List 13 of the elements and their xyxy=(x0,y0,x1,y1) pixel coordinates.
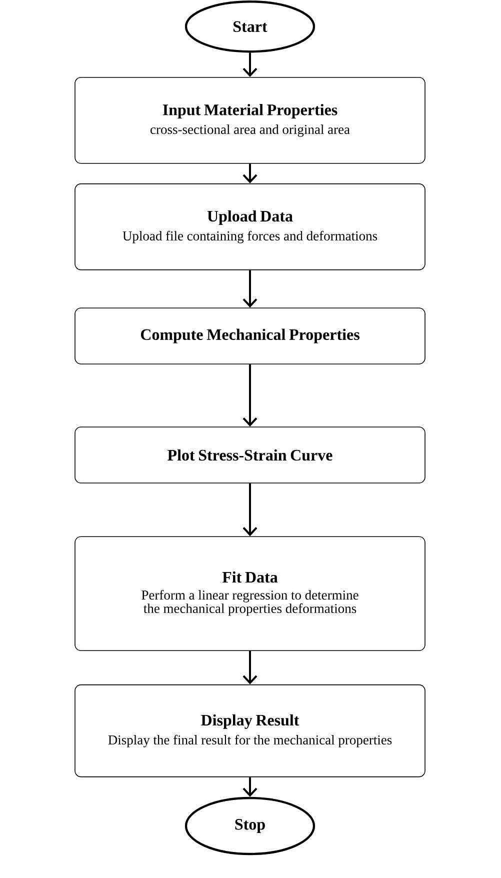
arrow xyxy=(242,52,258,77)
process-box: Input Material Properties cross-sectional area and original area xyxy=(74,77,426,164)
arrow xyxy=(242,270,258,308)
process-box: Compute Mechanical Properties xyxy=(74,308,426,364)
arrow xyxy=(242,164,258,184)
arrow xyxy=(242,364,258,427)
process-box: Display Result Display the final result for the mechanical properties xyxy=(74,684,426,778)
arrow xyxy=(242,483,258,536)
arrow xyxy=(242,777,258,797)
process-box: Upload Data Upload file containing forces and deformations xyxy=(74,183,426,270)
process-box: Fit Data Perform a linear regression to determine the mechanical properties deformations xyxy=(74,536,426,651)
process-box: Plot Stress-Strain Curve xyxy=(74,426,426,484)
arrow xyxy=(242,651,258,684)
